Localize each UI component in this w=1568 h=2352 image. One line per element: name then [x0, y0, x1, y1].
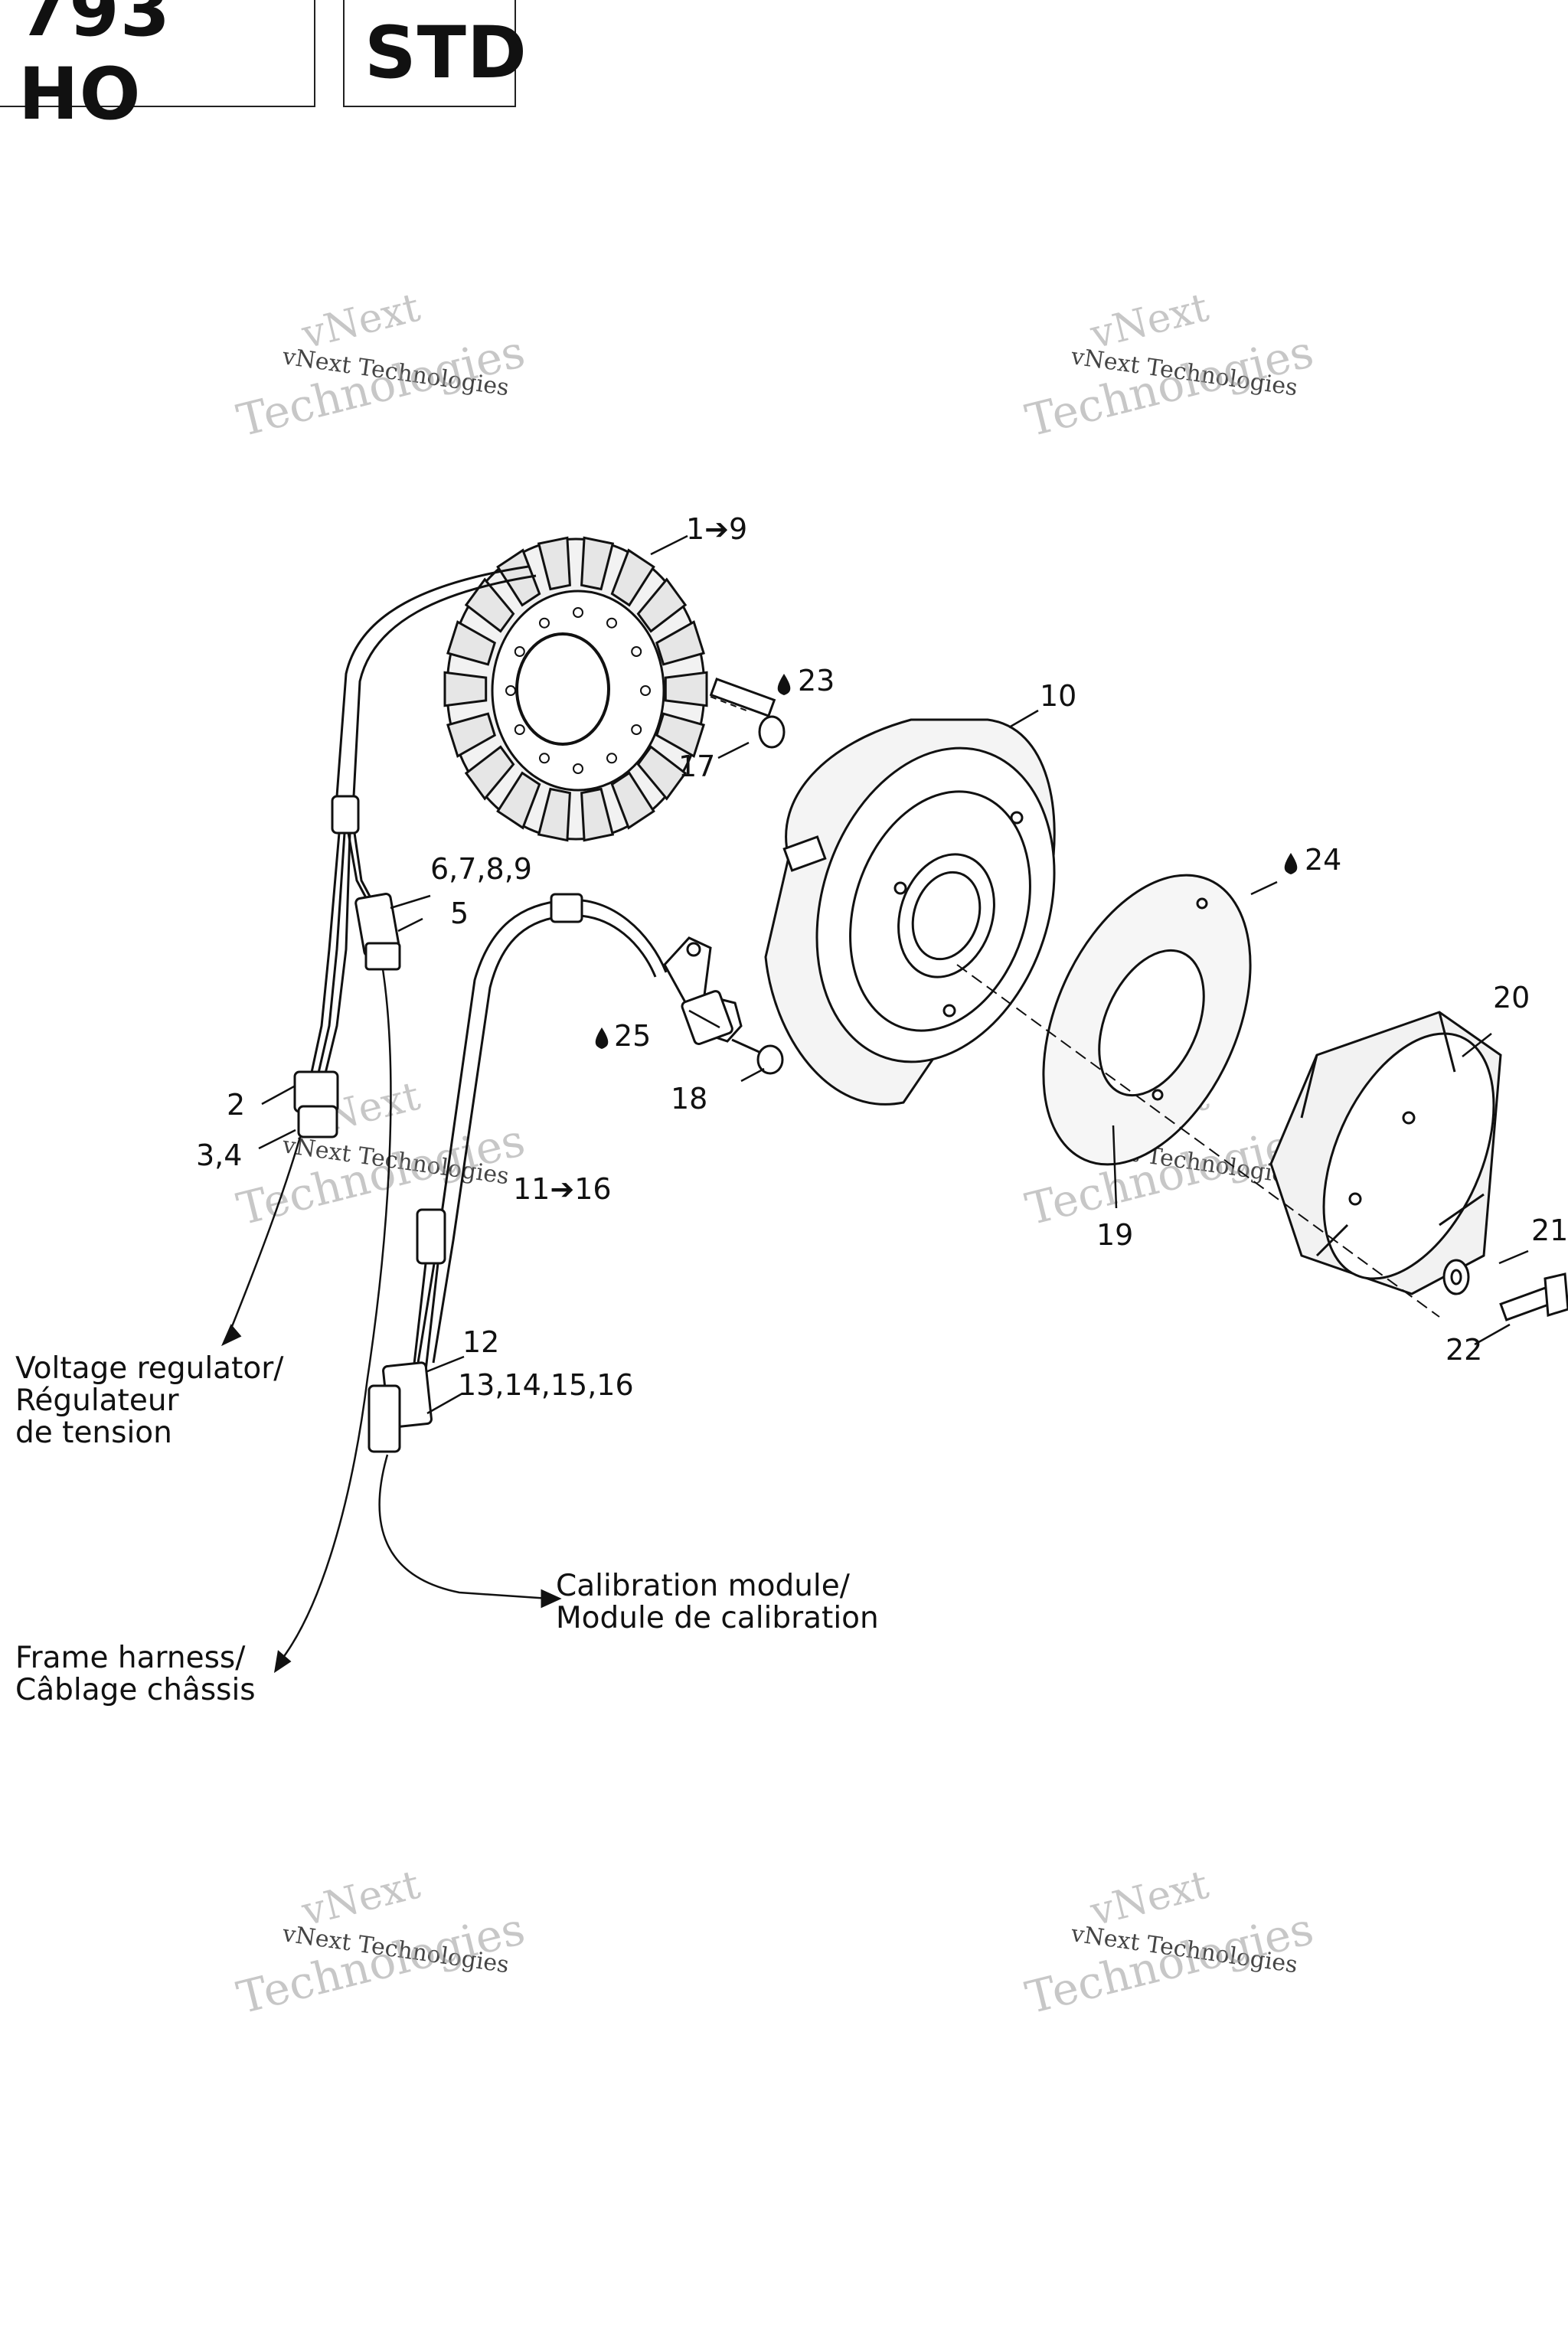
leader-lines: [258, 534, 1529, 1415]
svg-text:Voltage regulator/: Voltage regulator/: [15, 1351, 284, 1386]
callout-17: 17: [678, 750, 715, 783]
model-tag: 793 HO: [0, 0, 315, 136]
stator-tooth: [446, 712, 496, 758]
model-label: 793 HO: [18, 0, 172, 136]
variant-tag: STD: [343, 0, 527, 107]
callout-23: 23: [777, 664, 835, 697]
stator-tooth: [464, 745, 515, 801]
svg-text:Câblage châssis: Câblage châssis: [15, 1673, 256, 1707]
svg-text:Technologies: Technologies: [1021, 325, 1318, 447]
svg-text:Technologies: Technologies: [232, 1114, 530, 1236]
spacer-plate-19: [1042, 874, 1252, 1166]
bolt-18: [731, 1038, 784, 1075]
svg-text:vNext: vNext: [297, 1862, 425, 1936]
svg-text:Calibration module/: Calibration module/: [556, 1569, 851, 1603]
stator-tooth: [446, 620, 496, 666]
stator-tooth: [537, 536, 571, 591]
stator-tooth: [655, 712, 705, 758]
stator-hole: [505, 685, 516, 696]
stator-hole: [514, 724, 525, 735]
callout-21: 21: [1531, 1214, 1568, 1247]
stator-hole: [640, 685, 651, 696]
bolt-17: [709, 678, 786, 749]
stator-tooth: [537, 787, 571, 842]
stator-tooth: [580, 787, 615, 842]
stator-hole: [573, 607, 583, 618]
callout-6-7-8-9: 6,7,8,9: [430, 852, 532, 886]
flywheel-part: [764, 718, 1056, 1106]
svg-text:24: 24: [1305, 843, 1341, 877]
stator-tooth: [464, 577, 515, 633]
stator-harness: [221, 565, 537, 1674]
variant-label: STD: [364, 11, 528, 95]
callout-2: 2: [227, 1088, 245, 1122]
callout-11-16: 11➔16: [513, 1172, 612, 1206]
callout-1-9: 1➔9: [686, 512, 747, 546]
callout-24: 24: [1284, 843, 1341, 877]
stator-tooth: [580, 536, 615, 591]
svg-text:Régulateur: Régulateur: [15, 1383, 180, 1418]
svg-text:vNext: vNext: [1086, 1862, 1214, 1936]
callout-25: 25: [595, 1019, 651, 1053]
callout-12: 12: [462, 1325, 499, 1359]
watermark-bottom-left: vNext Technologies vNext Technologies: [232, 1862, 530, 2024]
stator-part: [443, 536, 708, 842]
stator-tooth: [655, 620, 705, 666]
callout-18: 18: [671, 1082, 707, 1116]
stator-hole: [606, 617, 617, 629]
stator-tooth: [610, 548, 655, 607]
stator-tooth: [636, 577, 688, 633]
watermark-top-right: vNext Technologies vNext Technologies: [1021, 285, 1318, 447]
callout-5: 5: [450, 897, 469, 930]
trigger-sensor: [663, 936, 743, 1046]
note-frame-harness: Frame harness/ Câblage châssis: [15, 1641, 256, 1707]
stator-hole: [606, 753, 617, 764]
sensor-harness: [368, 893, 668, 1609]
note-calibration-module: Calibration module/ Module de calibratio…: [556, 1569, 879, 1635]
callout-3-4: 3,4: [196, 1138, 242, 1172]
stator-hole: [631, 724, 642, 735]
svg-text:Module de calibration: Module de calibration: [556, 1601, 879, 1635]
stator-hole: [539, 753, 550, 764]
starter-cup-20: [1269, 1011, 1502, 1295]
svg-text:vNext: vNext: [297, 285, 425, 358]
svg-text:Technologies: Technologies: [232, 325, 530, 447]
watermark-top-left: vNext Technologies vNext Technologies: [232, 285, 530, 447]
stator-hole: [539, 617, 550, 629]
bolt-22: [1499, 1272, 1568, 1321]
stator-hole: [631, 646, 642, 657]
stator-hole: [573, 763, 583, 774]
assembly-axis: [956, 964, 1440, 1318]
stator-tooth: [496, 771, 541, 830]
svg-text:23: 23: [798, 664, 835, 697]
callout-13-14-15-16: 13,14,15,16: [458, 1368, 634, 1402]
svg-text:vNext: vNext: [1086, 285, 1214, 358]
svg-text:Technologies: Technologies: [1021, 1903, 1318, 2024]
callout-22: 22: [1446, 1333, 1482, 1367]
svg-text:Frame harness/: Frame harness/: [15, 1641, 246, 1675]
callout-10: 10: [1040, 679, 1076, 713]
stator-tooth: [443, 671, 488, 707]
svg-text:Technologies: Technologies: [232, 1903, 530, 2024]
svg-text:de tension: de tension: [15, 1416, 172, 1450]
washer-21: [1442, 1259, 1470, 1295]
callout-19: 19: [1096, 1218, 1133, 1252]
stator-hole: [514, 646, 525, 657]
stator-tooth: [664, 671, 708, 707]
svg-text:25: 25: [614, 1019, 651, 1053]
watermark-bottom-right: vNext Technologies vNext Technologies: [1021, 1862, 1318, 2024]
stator-tooth: [636, 745, 688, 801]
stator-tooth: [610, 771, 655, 830]
callout-20: 20: [1493, 981, 1530, 1014]
note-voltage-regulator: Voltage regulator/ Régulateur de tension: [15, 1351, 284, 1450]
